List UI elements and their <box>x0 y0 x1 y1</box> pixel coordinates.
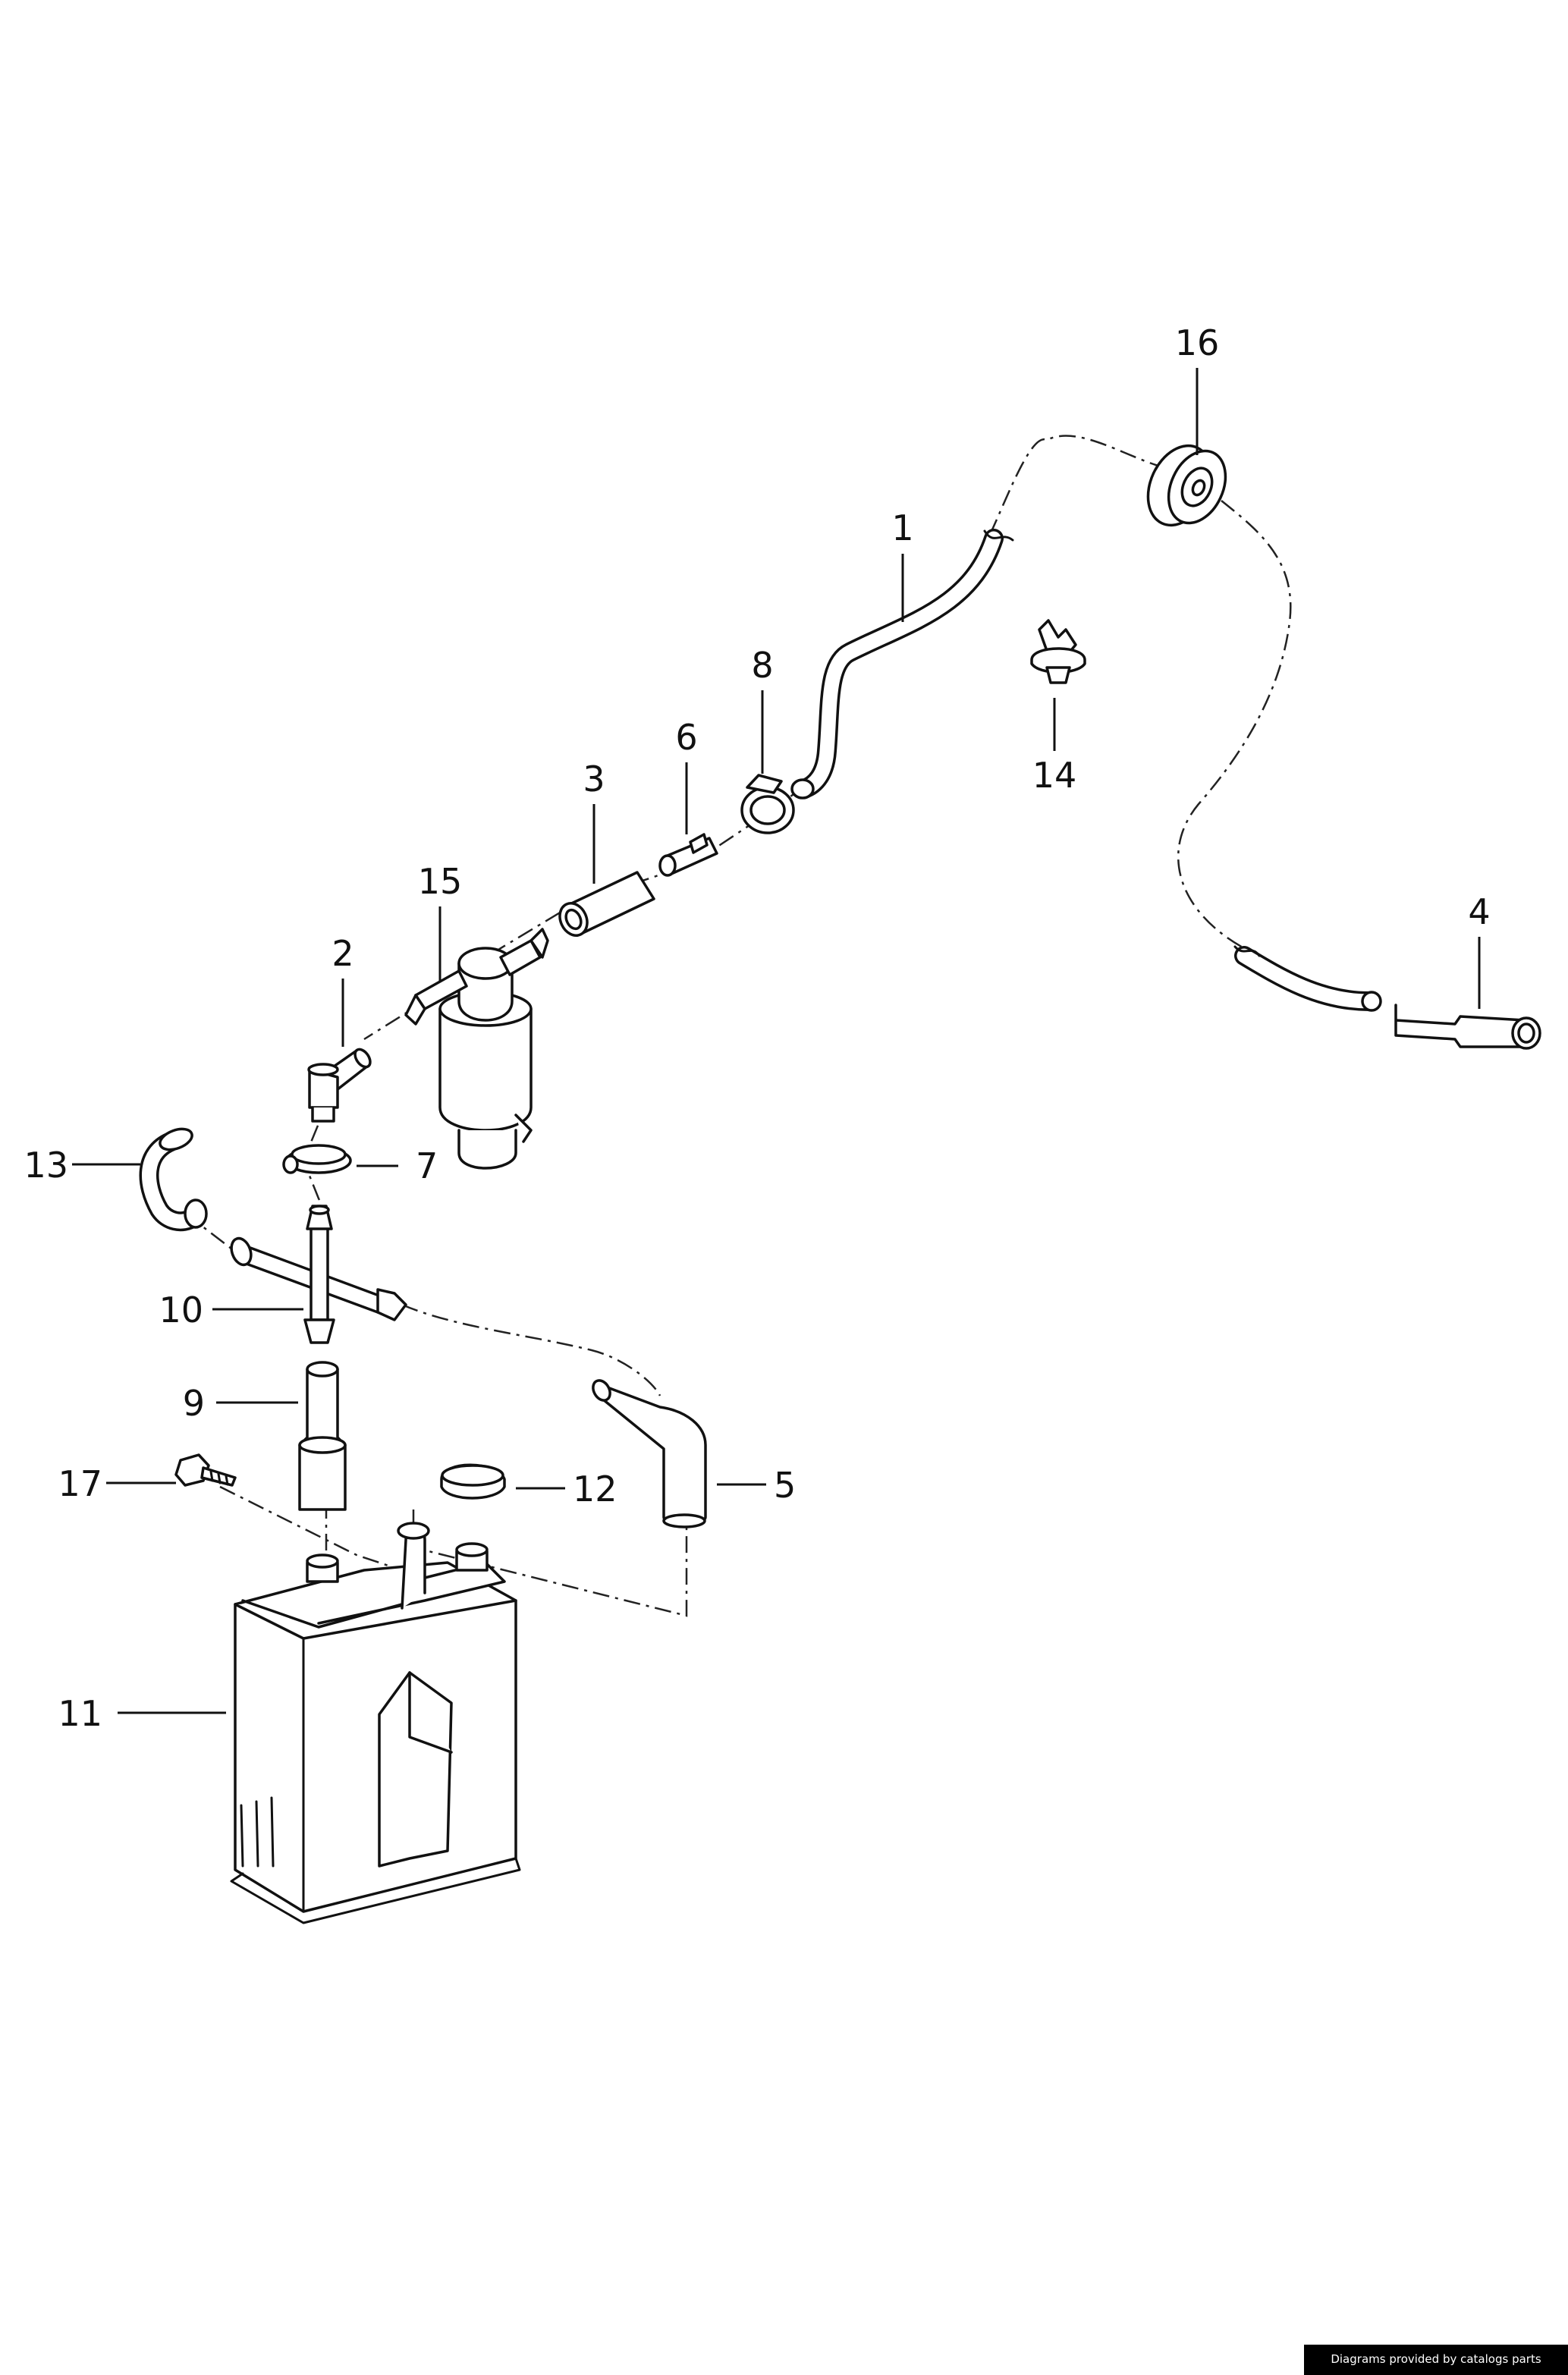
credit-text: Diagrams provided by catalogs parts <box>1331 2352 1541 2366</box>
part-1-hose[interactable] <box>790 529 1014 800</box>
part-8-clamp[interactable] <box>740 774 795 834</box>
part-16-grommet[interactable] <box>1136 435 1236 536</box>
callout-3[interactable]: 3 <box>583 759 605 800</box>
callout-4[interactable]: 4 <box>1468 891 1490 932</box>
callout-7[interactable]: 7 <box>416 1145 438 1186</box>
callout-2[interactable]: 2 <box>332 933 354 974</box>
part-12-cap[interactable] <box>440 1463 506 1500</box>
callout-13[interactable]: 13 <box>24 1145 68 1186</box>
part-14-clip[interactable] <box>1030 619 1086 684</box>
part-9-sleeve[interactable] <box>298 1361 347 1511</box>
callout-14[interactable]: 14 <box>1032 755 1077 796</box>
part-17-screw[interactable] <box>174 1453 237 1487</box>
credit-footer: Diagrams provided by catalogs parts <box>1304 2345 1568 2375</box>
part-6-connector[interactable] <box>658 833 718 877</box>
part-2-elbow[interactable] <box>307 1047 373 1123</box>
callout-15[interactable]: 15 <box>418 861 463 902</box>
part-3-hose-section[interactable] <box>555 871 655 940</box>
callout-12[interactable]: 12 <box>573 1469 617 1510</box>
part-4-hose[interactable] <box>1233 945 1541 1050</box>
callout-5[interactable]: 5 <box>774 1465 796 1506</box>
part-7-clamp[interactable] <box>282 1144 352 1174</box>
part-5-elbow-hose[interactable] <box>589 1378 707 1528</box>
leader-lines <box>72 368 1481 1714</box>
callout-10[interactable]: 10 <box>159 1290 203 1330</box>
callout-16[interactable]: 16 <box>1175 322 1220 363</box>
connection-lines <box>185 435 1292 1617</box>
callout-6[interactable]: 6 <box>675 717 697 758</box>
callout-9[interactable]: 9 <box>183 1383 205 1424</box>
callout-labels: 16 1 8 6 3 14 4 15 2 7 13 10 9 17 12 5 1… <box>24 322 1490 1734</box>
callout-17[interactable]: 17 <box>58 1463 102 1504</box>
callout-1[interactable]: 1 <box>891 507 913 548</box>
callout-8[interactable]: 8 <box>751 645 773 686</box>
part-13-elbow-hose[interactable] <box>139 1125 208 1232</box>
part-11-canister[interactable] <box>230 1522 521 1924</box>
callout-11[interactable]: 11 <box>58 1693 102 1734</box>
part-10-t-piece[interactable] <box>228 1205 407 1344</box>
part-15-valve[interactable] <box>404 928 549 1170</box>
